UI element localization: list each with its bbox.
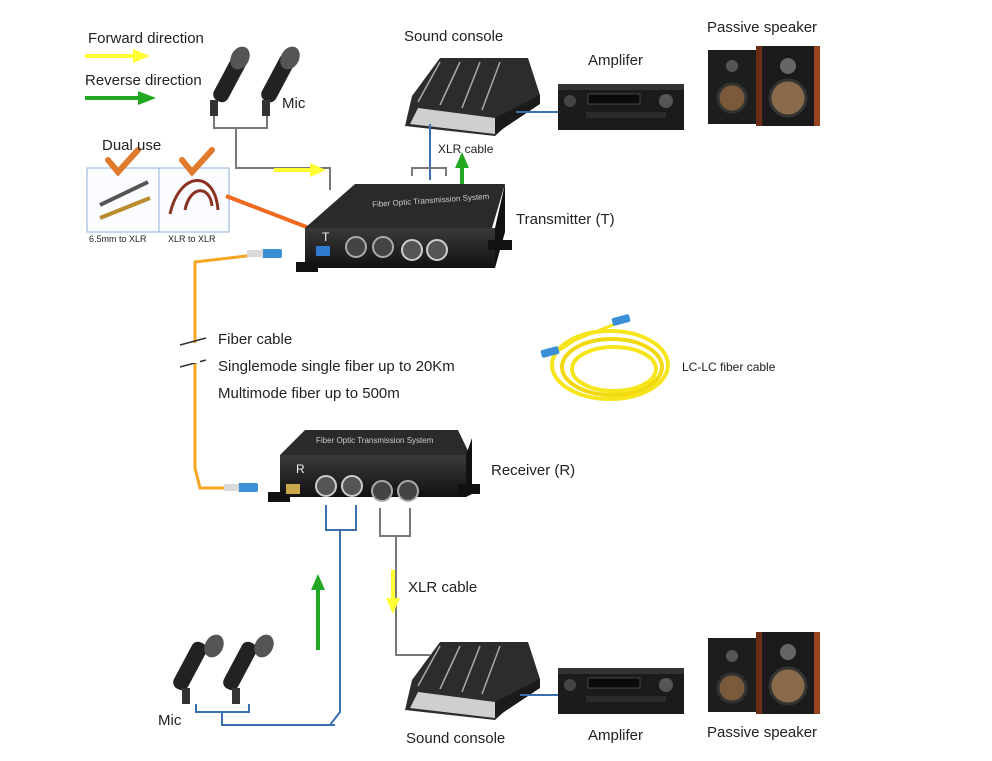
mic-bottom-label: Mic — [158, 712, 182, 729]
reverse-direction-arrow-icon — [311, 574, 325, 650]
receiver-mark: R — [296, 462, 305, 476]
forward-direction-arrow-icon — [386, 570, 400, 614]
adapter-65mm-label: 6.5mm to XLR — [89, 234, 147, 244]
receiver-label: Receiver (R) — [491, 462, 576, 479]
xlr-cable-bottom-label: XLR cable — [408, 579, 478, 596]
fiber-connector-icon — [224, 483, 258, 492]
speaker-bottom-label: Passive speaker — [707, 724, 818, 741]
fiber-cable-label: Fiber cable — [218, 331, 293, 348]
sound-console-icon — [405, 58, 540, 136]
mic-top-label: Mic — [282, 95, 306, 112]
checkmark-icon — [105, 147, 141, 177]
receiver-title: Fiber Optic Transmission System — [316, 436, 434, 445]
reverse-arrow-icon — [85, 91, 156, 105]
adapter-xlr-label: XLR to XLR — [168, 234, 216, 244]
dual-use-label: Dual use — [102, 137, 162, 154]
sound-console-top-label: Sound console — [404, 28, 504, 45]
sound-console-bottom-label: Sound console — [406, 730, 506, 747]
mic-icon — [261, 46, 300, 116]
transmitter-label: Transmitter (T) — [516, 211, 615, 228]
mic-icon — [223, 634, 274, 704]
amplifier-top-label: Amplifer — [588, 52, 644, 69]
passive-speaker-icon — [708, 632, 820, 714]
legend-forward-label: Forward direction — [88, 30, 204, 47]
forward-arrow-icon — [85, 49, 150, 63]
transmitter-mark: T — [322, 230, 330, 244]
passive-speaker-icon — [708, 46, 820, 126]
sound-console-icon — [405, 642, 540, 720]
receiver-device-icon — [268, 430, 480, 502]
forward-direction-arrow-icon — [274, 163, 326, 177]
fiber-multimode-label: Multimode fiber up to 500m — [218, 385, 400, 402]
amplifier-icon — [558, 668, 684, 714]
amplifier-bottom-label: Amplifer — [588, 727, 644, 744]
mic-icon — [210, 46, 250, 116]
speaker-top-label: Passive speaker — [707, 19, 818, 36]
xlr-cable-top-label: XLR cable — [438, 142, 494, 156]
legend-reverse-label: Reverse direction — [85, 72, 202, 89]
fiber-connector-icon — [247, 249, 282, 258]
fiber-singlemode-label: Singlemode single fiber up to 20Km — [218, 358, 455, 375]
lc-lc-fiber-cable-icon — [540, 314, 670, 401]
transmitter-device-icon — [296, 184, 512, 272]
lc-lc-cable-label: LC-LC fiber cable — [682, 360, 776, 374]
mic-icon — [173, 634, 224, 704]
checkmark-icon — [179, 147, 215, 177]
amplifier-icon — [558, 84, 684, 130]
